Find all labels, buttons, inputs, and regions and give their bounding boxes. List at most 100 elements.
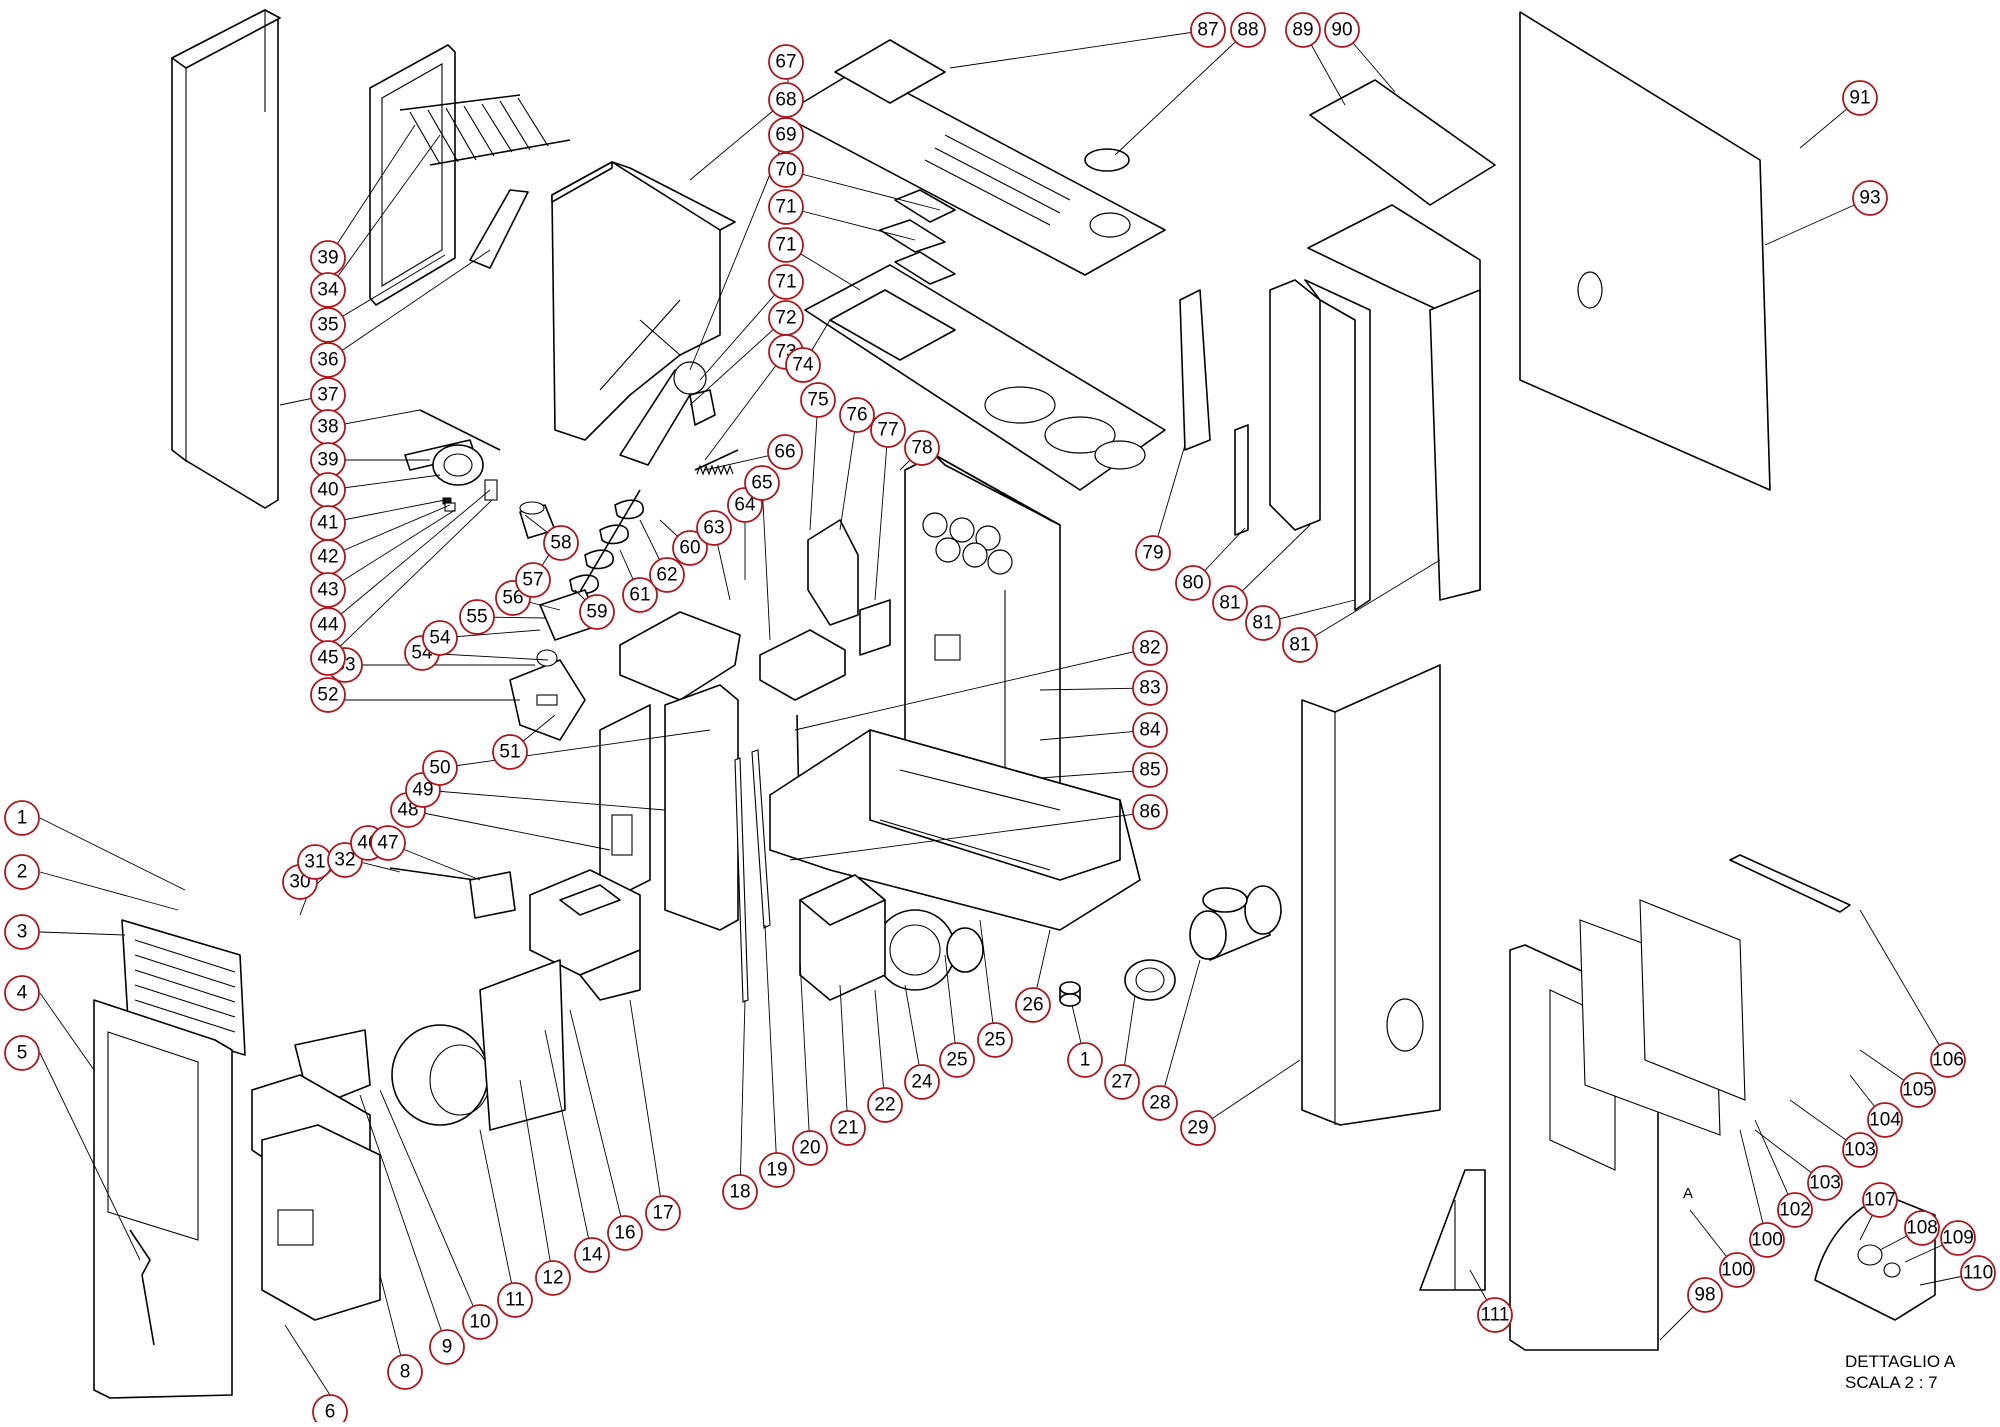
callout-circle bbox=[1132, 794, 1168, 830]
callout-44: 44 bbox=[310, 607, 346, 643]
callout-number: 110 bbox=[1963, 1263, 1993, 1284]
disc-88 bbox=[1084, 148, 1130, 172]
callout-circle bbox=[649, 557, 685, 593]
callout-circle bbox=[830, 1110, 866, 1146]
callout-circle bbox=[870, 412, 906, 448]
callout-61: 61 bbox=[622, 577, 658, 613]
callout-109: 109 bbox=[1940, 1220, 1976, 1256]
callout-circle bbox=[768, 44, 804, 80]
callout-number: 9 bbox=[442, 1337, 453, 1358]
callout-number: 18 bbox=[729, 1182, 750, 1203]
callout-number: 22 bbox=[874, 1095, 895, 1116]
callout-number: 47 bbox=[377, 833, 398, 854]
callout-82: 82 bbox=[1132, 630, 1168, 666]
callout-circle bbox=[1180, 1110, 1216, 1146]
detail-marker: A bbox=[1683, 1185, 1693, 1202]
callout-80: 80 bbox=[1175, 565, 1211, 601]
bracket-65 bbox=[894, 251, 956, 285]
callout-circle bbox=[1245, 605, 1281, 641]
callout-1: 1 bbox=[1067, 1042, 1103, 1078]
callout-number: 86 bbox=[1139, 802, 1160, 823]
bracket-64 bbox=[879, 219, 946, 253]
callout-83: 83 bbox=[1132, 670, 1168, 706]
callout-number: 63 bbox=[703, 518, 724, 539]
callout-circle bbox=[1142, 1085, 1178, 1121]
callout-circle bbox=[1807, 1165, 1843, 1201]
callout-number: 32 bbox=[334, 850, 355, 871]
callout-number: 81 bbox=[1289, 635, 1310, 656]
callout-66: 66 bbox=[767, 434, 803, 470]
callout-number: 71 bbox=[775, 272, 796, 293]
callout-20: 20 bbox=[792, 1130, 828, 1166]
top-cover-89 bbox=[1309, 79, 1496, 206]
box-cover-31 bbox=[619, 611, 741, 701]
channel-16 bbox=[529, 869, 641, 1001]
callout-78: 78 bbox=[904, 430, 940, 466]
callout-28: 28 bbox=[1142, 1085, 1178, 1121]
callout-100: 100 bbox=[1719, 1252, 1755, 1288]
callout-63: 63 bbox=[696, 510, 732, 546]
callout-circle bbox=[310, 572, 346, 608]
callout-98: 98 bbox=[1687, 1277, 1723, 1313]
callout-circle bbox=[1067, 1042, 1103, 1078]
callout-47: 47 bbox=[370, 825, 406, 861]
callout-number: 91 bbox=[1849, 88, 1870, 109]
callout-number: 55 bbox=[466, 607, 487, 628]
callout-circle bbox=[904, 430, 940, 466]
callout-number: 68 bbox=[775, 90, 796, 111]
callout-number: 52 bbox=[317, 685, 338, 706]
callout-108: 108 bbox=[1904, 1210, 1940, 1246]
callout-circle bbox=[645, 1195, 681, 1231]
bar-106 bbox=[1729, 854, 1851, 913]
cap-84 bbox=[1124, 959, 1176, 1001]
bracket-72 bbox=[807, 519, 859, 626]
callout-number: 17 bbox=[652, 1203, 673, 1224]
callout-number: 83 bbox=[1139, 678, 1160, 699]
callout-38: 38 bbox=[310, 409, 346, 445]
box-19 bbox=[799, 874, 886, 1001]
callout-circle bbox=[4, 800, 40, 836]
callout-71: 71 bbox=[768, 264, 804, 300]
callout-number: 62 bbox=[656, 565, 677, 586]
callout-93: 93 bbox=[1852, 180, 1888, 216]
control-board-59 bbox=[759, 629, 846, 701]
callout-number: 66 bbox=[774, 442, 795, 463]
callout-5: 5 bbox=[4, 1035, 40, 1071]
auger-screw bbox=[569, 489, 644, 596]
callout-11: 11 bbox=[497, 1282, 533, 1318]
door-left-4 bbox=[93, 999, 233, 1399]
foot-83 bbox=[1059, 981, 1081, 1007]
spring-69 bbox=[694, 449, 739, 476]
firebox-base bbox=[769, 729, 1141, 931]
callout-number: 100 bbox=[1721, 1260, 1753, 1281]
callout-circle bbox=[867, 1087, 903, 1123]
callout-number: 60 bbox=[679, 538, 700, 559]
callout-circle bbox=[1477, 1297, 1513, 1333]
callout-69: 69 bbox=[768, 117, 804, 153]
callout-circle bbox=[696, 510, 732, 546]
callout-number: 98 bbox=[1694, 1285, 1715, 1306]
grill-rack bbox=[399, 94, 571, 166]
callout-43: 43 bbox=[310, 572, 346, 608]
callout-62: 62 bbox=[649, 557, 685, 593]
switch-44 bbox=[484, 479, 498, 501]
callout-number: 43 bbox=[317, 580, 338, 601]
callout-111: 111 bbox=[1477, 1297, 1513, 1333]
part-42 bbox=[444, 502, 456, 512]
inner-sides-78 bbox=[1179, 204, 1481, 611]
callout-45: 45 bbox=[310, 640, 346, 676]
base-plate-70 bbox=[804, 264, 1166, 491]
callout-circle bbox=[535, 1260, 571, 1296]
callout-42: 42 bbox=[310, 539, 346, 575]
callout-67: 67 bbox=[768, 44, 804, 80]
callout-25: 25 bbox=[939, 1042, 975, 1078]
callout-65: 65 bbox=[744, 465, 780, 501]
callout-number: 31 bbox=[304, 852, 325, 873]
pellet-hopper bbox=[551, 161, 736, 441]
callout-circle bbox=[1900, 1072, 1936, 1108]
callout-circle bbox=[672, 530, 708, 566]
callout-circle bbox=[515, 562, 551, 598]
callout-2: 2 bbox=[4, 854, 40, 890]
callout-60: 60 bbox=[672, 530, 708, 566]
